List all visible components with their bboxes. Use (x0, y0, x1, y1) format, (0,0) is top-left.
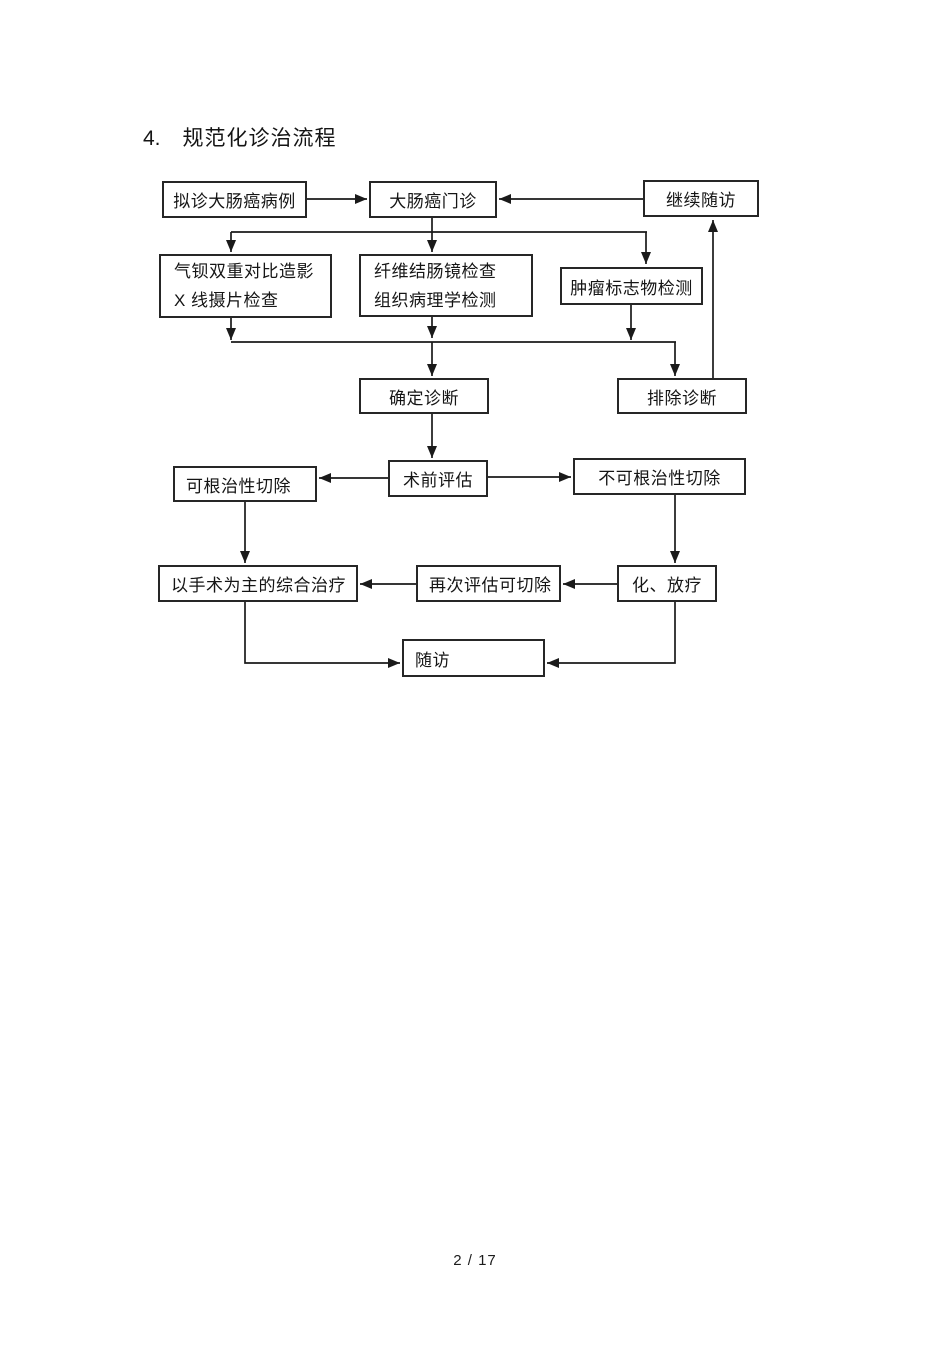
node-reeval-resectable: 再次评估可切除 (416, 565, 561, 602)
node-label: 继续随访 (666, 191, 736, 210)
node-label: 拟诊大肠癌病例 (173, 192, 296, 211)
section-title: 4. 规范化诊治流程 (143, 122, 337, 152)
section-title-text: 规范化诊治流程 (182, 127, 337, 150)
node-label: 不可根治性切除 (598, 469, 721, 488)
node-label-line2: X 线摄片检查 (174, 291, 279, 310)
node-label: 大肠癌门诊 (389, 192, 477, 211)
node-xray-exam: 气钡双重对比造影 X 线摄片检查 (159, 254, 332, 318)
node-label: 以手术为主的综合治疗 (171, 576, 346, 595)
node-confirm-diagnosis: 确定诊断 (359, 378, 489, 414)
node-unresectable: 不可根治性切除 (573, 458, 746, 495)
node-exclude-diagnosis: 排除诊断 (617, 378, 747, 414)
node-label: 确定诊断 (389, 388, 459, 408)
connector-chemo-to-followup (547, 602, 676, 668)
node-surgery-treatment: 以手术为主的综合治疗 (158, 565, 358, 602)
node-label: 排除诊断 (647, 388, 717, 408)
node-continue-followup: 继续随访 (643, 180, 759, 217)
node-chemo-radio: 化、放疗 (617, 565, 717, 602)
section-number: 4. (143, 127, 161, 150)
node-label: 随访 (415, 650, 450, 670)
node-label: 再次评估可切除 (429, 576, 552, 595)
node-label: 化、放疗 (632, 576, 702, 595)
node-outpatient: 大肠癌门诊 (369, 181, 497, 218)
node-label: 可根治性切除 (186, 476, 291, 496)
node-label-line2: 组织病理学检测 (374, 290, 497, 310)
connector-surgery-to-followup (244, 602, 400, 668)
node-label: 术前评估 (403, 471, 473, 490)
node-tumor-marker: 肿瘤标志物检测 (560, 267, 703, 305)
node-label: 肿瘤标志物检测 (570, 278, 693, 298)
node-suspected-case: 拟诊大肠癌病例 (162, 181, 307, 218)
node-resectable: 可根治性切除 (173, 466, 317, 502)
node-colonoscopy-exam: 纤维结肠镜检查 组织病理学检测 (359, 254, 533, 317)
node-label-line1: 纤维结肠镜检查 (374, 261, 497, 281)
node-label-line1: 气钡双重对比造影 (174, 262, 314, 281)
node-followup: 随访 (402, 639, 545, 677)
page-number: 2 / 17 (453, 1252, 497, 1269)
node-preop-eval: 术前评估 (388, 460, 488, 497)
